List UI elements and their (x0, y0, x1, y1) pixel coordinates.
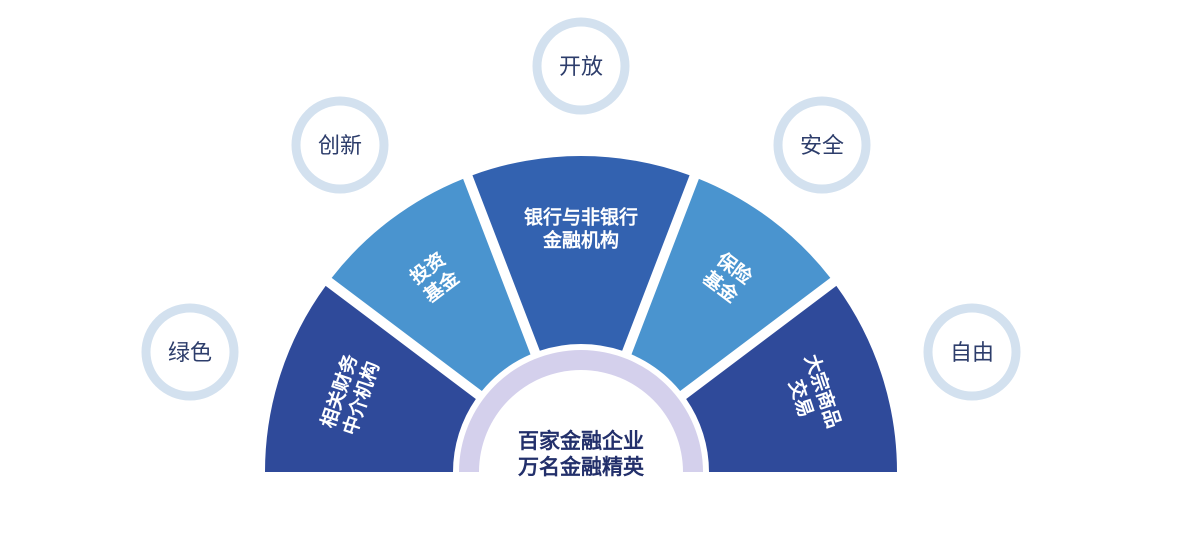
bubble-label-freedom: 自由 (950, 341, 994, 366)
center-fill (479, 370, 683, 472)
bubble-label-safety: 安全 (800, 134, 844, 159)
bubble-ring-green (141, 303, 239, 401)
center-title-line2: 万名金融精英 (517, 455, 645, 479)
bubble-label-open: 开放 (559, 55, 603, 80)
bubble-open: 开放 (532, 17, 630, 115)
center-hub: 百家金融企业 万名金融精英 (459, 350, 703, 479)
segment-shape-commodity (686, 285, 897, 472)
bubble-innovation: 创新 (291, 96, 389, 194)
bubble-ring-safety (773, 96, 871, 194)
bubble-label-green: 绿色 (168, 341, 212, 366)
segment-commodity: 大宗商品交易 (686, 285, 897, 472)
bubble-ring-freedom (923, 303, 1021, 401)
bubble-safety: 安全 (773, 96, 871, 194)
segment-label-banking: 银行与非银行金融机构 (524, 206, 638, 252)
bubble-ring-innovation (291, 96, 389, 194)
bubble-freedom: 自由 (923, 303, 1021, 401)
bubble-label-innovation: 创新 (318, 134, 362, 159)
segment-insurance-fund: 保险基金 (631, 178, 831, 392)
bubble-green: 绿色 (141, 303, 239, 401)
segment-label-line: 金融机构 (542, 229, 619, 252)
segment-shape-banking (472, 156, 690, 351)
segment-label-line: 银行与非银行 (524, 206, 638, 229)
segment-shape-intermediary (265, 285, 476, 472)
segment-shape-investment-fund (331, 178, 531, 392)
segment-banking: 银行与非银行金融机构 (472, 156, 690, 351)
segment-investment-fund: 投资基金 (331, 178, 531, 392)
segment-shape-insurance-fund (631, 178, 831, 392)
segment-intermediary: 相关财务中介机构 (265, 285, 476, 472)
bubble-ring-open (532, 17, 630, 115)
center-title-line1: 百家金融企业 (518, 429, 644, 453)
